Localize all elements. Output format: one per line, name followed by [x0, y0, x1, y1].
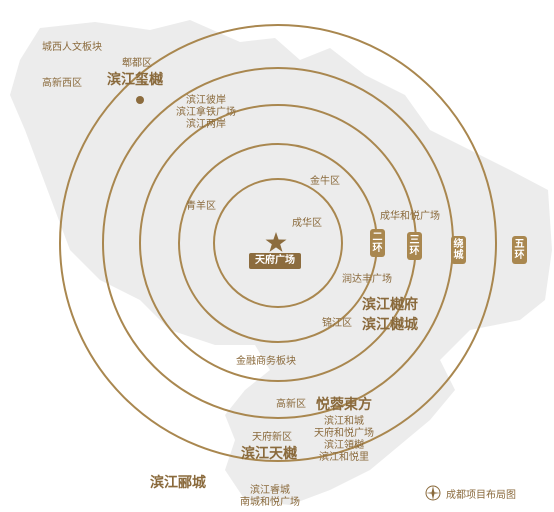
label-binjiang-ruicheng: 滨江睿城 [250, 485, 290, 496]
label-binjiang-tianyue: 滨江天樾 [241, 446, 297, 462]
label-binjiang-xishu: 滨江玺樾 [107, 72, 163, 88]
label-rundafeng: 润达丰广场 [342, 274, 392, 285]
label-tianfu-heyue: 天府和悦广场 [314, 428, 374, 439]
label-nancheng-heyue: 南城和悦广场 [240, 497, 300, 508]
center-label-tianfu-square: 天府广场 [249, 253, 301, 269]
label-jinrong: 金融商务板块 [236, 356, 296, 367]
label-chengxi: 城西人文板块 [42, 42, 102, 53]
label-binjiang-natie: 滨江拿铁广场 [176, 107, 236, 118]
ring-road-5 [59, 24, 497, 462]
label-pidu: 郫都区 [122, 58, 152, 69]
label-tianfu-new: 天府新区 [252, 432, 292, 443]
legend-title: 成都项目布局图 [446, 489, 516, 501]
ring-tag-3: 三环 [407, 232, 422, 260]
label-chenghua: 成华区 [292, 218, 322, 229]
ring-tag-2: 二环 [370, 229, 385, 257]
label-yuerong: 悦蓉東方 [316, 397, 372, 413]
label-binjiang-lingyue: 滨江領樾 [324, 440, 364, 451]
project-marker-dot [136, 96, 144, 104]
label-binjiang-liangan: 滨江两岸 [186, 119, 226, 130]
label-binjiang-pucheng: 滨江郦城 [150, 475, 206, 491]
label-binjiang-heyueli: 滨江和悦里 [319, 452, 369, 463]
label-gaoxin: 高新区 [276, 399, 306, 410]
ring-tag-ringexpressway: 绕城 [451, 236, 466, 264]
label-binjiang-hecheng: 滨江和城 [324, 416, 364, 427]
label-gaoxinxi: 高新西区 [42, 78, 82, 89]
label-group-south: 滨江睿城 南城和悦广场 [240, 485, 300, 509]
ring-road-1 [213, 178, 343, 308]
star-icon [265, 232, 287, 252]
label-binjiang-bian: 滨江彼岸 [186, 95, 226, 106]
label-group-pixian: 滨江彼岸 滨江拿铁广场 滨江两岸 [176, 95, 236, 131]
map-legend: 成都项目布局图 [424, 484, 516, 502]
label-qingyang: 青羊区 [186, 201, 216, 212]
compass-icon [425, 485, 441, 501]
ring-tag-5: 五环 [512, 236, 527, 264]
label-jinniu: 金牛区 [310, 176, 340, 187]
label-chenghua-heyue: 成华和悦广场 [380, 211, 440, 222]
label-binjiang-shufu: 滨江樾府 [362, 297, 418, 313]
label-jinjiang: 锦江区 [322, 318, 352, 329]
label-group-gaoxin: 滨江和城 天府和悦广场 滨江領樾 滨江和悦里 [314, 416, 374, 464]
label-binjiang-shucheng: 滨江樾城 [362, 317, 418, 333]
